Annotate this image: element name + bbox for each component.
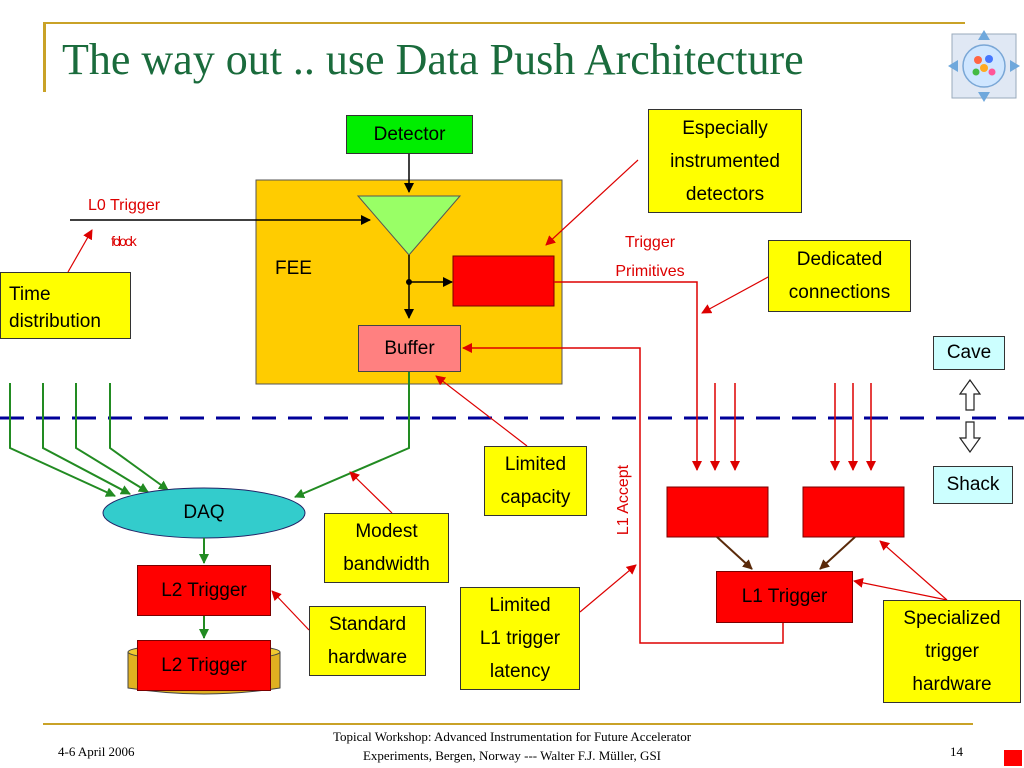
- callout-dedicated-line-1: Dedicated: [796, 249, 883, 270]
- trigger-primitive-box: [452, 255, 555, 307]
- callout-especially-line-3: detectors: [685, 183, 765, 205]
- detector-box: Detector: [346, 115, 473, 154]
- footer-citation-line-1: Topical Workshop: Advanced Instrumentati…: [332, 729, 692, 744]
- cave-label: Cave: [933, 336, 1005, 370]
- l2-trigger-box-2: L2 Trigger: [137, 640, 271, 691]
- amplifier-triangle: [356, 195, 462, 256]
- footer-date: 4-6 April 2006: [58, 744, 135, 759]
- callout-latency-line-2: L1 trigger: [479, 628, 561, 649]
- callout-specialized-line-2: trigger: [925, 641, 979, 662]
- page-title: The way out .. use Data Push Architectur…: [62, 35, 804, 84]
- callout-standard-hardware: Standard hardware: [309, 606, 426, 676]
- fee-label: FEE: [275, 258, 312, 279]
- shack-label: Shack: [933, 466, 1013, 504]
- callout-specialized-line-1: Specialized: [903, 608, 1001, 629]
- trigger-primitives-line-2: Primitives: [615, 263, 685, 280]
- fclock-label: fclock: [111, 233, 137, 249]
- callout-standard-line-1: Standard: [328, 614, 407, 635]
- callout-bandwidth-line-1: Modest: [355, 521, 418, 542]
- callout-especially-line-1: Especially: [682, 117, 768, 139]
- trigger-primitives-label: Trigger Primitives: [602, 228, 698, 286]
- callout-dedicated-line-2: connections: [788, 282, 891, 303]
- slide-marker: [1004, 750, 1022, 766]
- l1-preproc-left: [666, 486, 769, 538]
- callout-latency-line-1: Limited: [489, 595, 551, 616]
- up-arrow-icon: [958, 378, 982, 411]
- buffer-box: Buffer: [358, 325, 461, 372]
- l1-accept-label: L1 Accept: [615, 464, 632, 536]
- frame-top-line: [43, 22, 965, 24]
- callout-specialized-line-3: hardware: [912, 674, 992, 695]
- l0-trigger-label: L0 Trigger: [88, 197, 161, 214]
- callout-modest-bandwidth: Modest bandwidth: [324, 513, 449, 583]
- l1-trigger-box: L1 Trigger: [716, 571, 853, 623]
- down-arrow-icon: [958, 421, 982, 454]
- l1-preproc-right: [802, 486, 905, 538]
- daq-label: DAQ: [183, 502, 225, 523]
- logo-icon: [948, 30, 1020, 102]
- callout-standard-line-2: hardware: [327, 647, 408, 668]
- callout-time-distribution: Time distribution: [0, 272, 131, 339]
- callout-bandwidth-line-2: bandwidth: [343, 554, 430, 575]
- callout-time-line-2: distribution: [9, 311, 101, 332]
- footer-citation: Topical Workshop: Advanced Instrumentati…: [262, 727, 762, 765]
- trigger-primitives-line-1: Trigger: [624, 234, 676, 251]
- callout-especially-line-2: instrumented: [670, 150, 780, 172]
- frame-bottom-line: [43, 723, 973, 725]
- callout-latency-line-3: latency: [489, 661, 551, 682]
- callout-time-line-1: Time: [9, 284, 51, 305]
- page-number: 14: [950, 744, 963, 759]
- callout-dedicated-connections: Dedicated connections: [768, 240, 911, 312]
- callout-limited-capacity: Limited capacity: [484, 446, 587, 516]
- callout-especially-instrumented: Especially instrumented detectors: [648, 109, 802, 213]
- frame-vertical-line: [43, 22, 46, 92]
- callout-specialized-hardware: Specialized trigger hardware: [883, 600, 1021, 703]
- callout-capacity-line-2: capacity: [500, 487, 571, 508]
- callout-capacity-line-1: Limited: [504, 454, 567, 475]
- callout-limited-latency: Limited L1 trigger latency: [460, 587, 580, 690]
- footer-citation-line-2: Experiments, Bergen, Norway --- Walter F…: [362, 748, 662, 763]
- l2-trigger-box-1: L2 Trigger: [137, 565, 271, 616]
